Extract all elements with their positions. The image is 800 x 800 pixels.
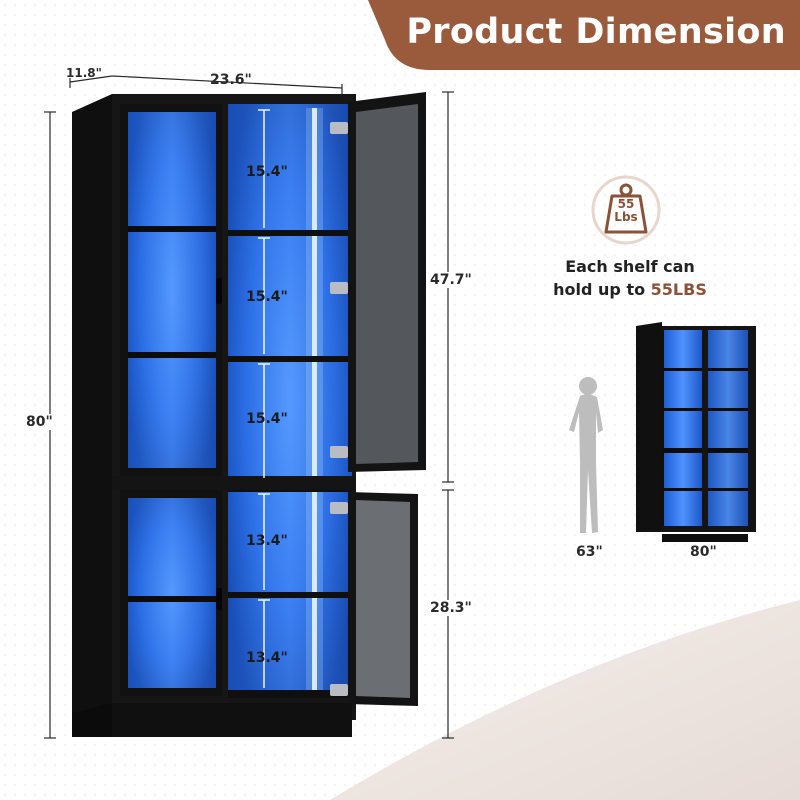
lower-door-handle <box>216 588 222 610</box>
capacity-line-1: Each shelf can <box>565 257 695 276</box>
upper-section-dimension: 47.7" <box>430 272 472 288</box>
capacity-line-2: hold up to 55LBS <box>545 278 715 301</box>
weight-icon-label: 55 Lbs <box>612 198 640 224</box>
open-lower-door <box>348 492 418 706</box>
cabinet-thumbnail-icon <box>636 322 756 542</box>
page-title: Product Dimension <box>406 12 786 52</box>
capacity-line-2-prefix: hold up to <box>553 280 651 299</box>
shelf-gap-2: 15.4" <box>246 289 288 305</box>
shelf-gap-lines <box>258 109 270 688</box>
height-dimension: 80" <box>26 414 53 430</box>
main-cabinet <box>72 92 426 737</box>
title-banner-shape <box>368 0 800 70</box>
shelf-gap-4: 13.4" <box>246 533 288 549</box>
cabinet-side-panel <box>72 94 112 735</box>
lower-section-dimension: 28.3" <box>430 600 472 616</box>
capacity-accent: 55LBS <box>650 280 707 299</box>
floor-swoosh <box>330 600 800 800</box>
cabinet-height-label: 80" <box>690 544 717 560</box>
shelf-gap-1: 15.4" <box>246 164 288 180</box>
upper-door-handle <box>216 278 222 304</box>
shelf-capacity-text: Each shelf can hold up to 55LBS <box>545 255 715 301</box>
hinges <box>330 122 348 696</box>
person-height-label: 63" <box>576 544 603 560</box>
weight-icon <box>591 175 661 245</box>
led-strip <box>312 108 317 693</box>
shelf-gap-5: 13.4" <box>246 650 288 666</box>
weight-unit: Lbs <box>614 210 638 224</box>
cabinet-plinth <box>112 703 352 737</box>
width-dimension: 23.6" <box>210 72 252 88</box>
shelves-left <box>128 226 216 602</box>
open-upper-door <box>348 92 426 472</box>
person-silhouette-icon <box>569 377 603 533</box>
depth-dimension: 11.8" <box>66 66 102 80</box>
weight-value: 55 <box>617 197 635 211</box>
shelf-gap-3: 15.4" <box>246 411 288 427</box>
